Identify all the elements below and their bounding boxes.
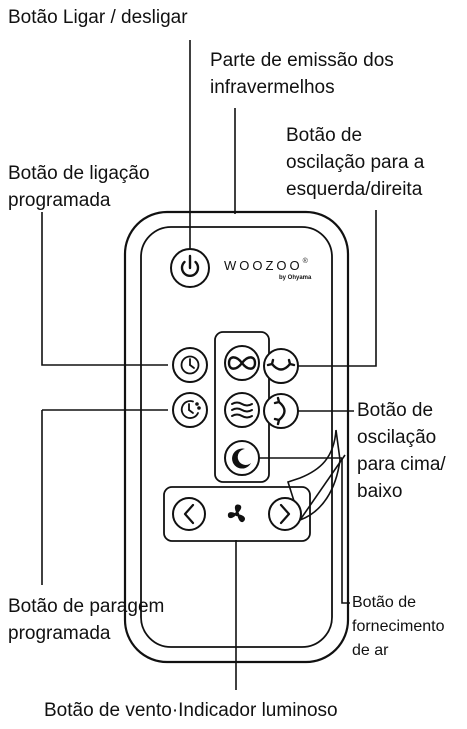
- label-air-supply-line: fornecimento: [352, 618, 445, 635]
- wind-waves-icon: [231, 401, 253, 419]
- label-ir-emitter-line: infravermelhos: [210, 77, 335, 98]
- infinity-icon: [227, 356, 257, 370]
- power-icon: [180, 254, 200, 277]
- label-lr-oscillation-line: esquerda/direita: [286, 179, 423, 200]
- label-air-supply-line: Botão de: [352, 594, 417, 611]
- fan-indicator: [227, 504, 245, 523]
- left-right-swing-button[interactable]: [263, 348, 299, 384]
- label-ud-oscillation-line: para cima/: [357, 454, 446, 475]
- timer-off-icon: [180, 400, 201, 419]
- label-ud-oscillation-line: Botão de: [357, 400, 434, 421]
- moon-icon: [232, 448, 251, 469]
- brand-registered: ®: [302, 258, 308, 265]
- chevron-right-icon: [279, 503, 291, 525]
- wind-button[interactable]: [224, 392, 260, 428]
- label-timer-off-line: programada: [8, 623, 111, 644]
- wind-button-panel: [163, 486, 311, 542]
- label-lr-oscillation-line: oscilação para a: [286, 152, 425, 173]
- timer-on-icon: [180, 355, 200, 375]
- brand-sub: by Ohyama: [279, 275, 312, 281]
- chevron-left-icon: [183, 503, 195, 525]
- brand-name: WOOZOO: [224, 258, 303, 273]
- label-power: Botão Ligar / desligar: [8, 7, 188, 28]
- night-mode-button[interactable]: [224, 440, 260, 476]
- label-ud-oscillation-line: oscilação: [357, 427, 437, 448]
- leader-lines: [41, 40, 377, 690]
- label-wind: Botão de vento·Indicador luminoso: [44, 700, 338, 721]
- power-button[interactable]: [170, 248, 210, 288]
- label-timer-on-line: Botão de ligação: [8, 163, 150, 184]
- fan-icon: [227, 504, 245, 523]
- label-timer-off: Botão de paragem programada: [8, 593, 164, 647]
- label-ud-oscillation-line: baixo: [357, 481, 403, 502]
- label-timer-on: Botão de ligação programada: [8, 160, 150, 214]
- infinity-button[interactable]: [224, 345, 260, 381]
- up-down-swing-icon: [273, 396, 286, 426]
- label-ud-oscillation: Botão de oscilação para cima/ baixo: [357, 397, 446, 505]
- wind-left-button[interactable]: [172, 497, 206, 531]
- label-ir-emitter-line: Parte de emissão dos: [210, 50, 394, 71]
- label-ir-emitter: Parte de emissão dos infravermelhos: [210, 47, 394, 101]
- label-lr-oscillation-line: Botão de: [286, 125, 363, 146]
- label-air-supply: Botão de fornecimento de ar: [352, 591, 445, 663]
- label-air-supply-line: de ar: [352, 642, 389, 659]
- label-timer-on-line: programada: [8, 190, 111, 211]
- label-timer-off-line: Botão de paragem: [8, 596, 165, 617]
- left-right-swing-icon: [266, 358, 296, 371]
- up-down-swing-button[interactable]: [263, 393, 299, 429]
- wind-right-button[interactable]: [268, 497, 302, 531]
- timer-on-button[interactable]: [172, 347, 208, 383]
- timer-off-button[interactable]: [172, 392, 208, 428]
- brand-logo: WOOZOO®: [224, 258, 308, 273]
- label-lr-oscillation: Botão de oscilação para a esquerda/direi…: [286, 122, 424, 203]
- remote-body: [123, 210, 350, 664]
